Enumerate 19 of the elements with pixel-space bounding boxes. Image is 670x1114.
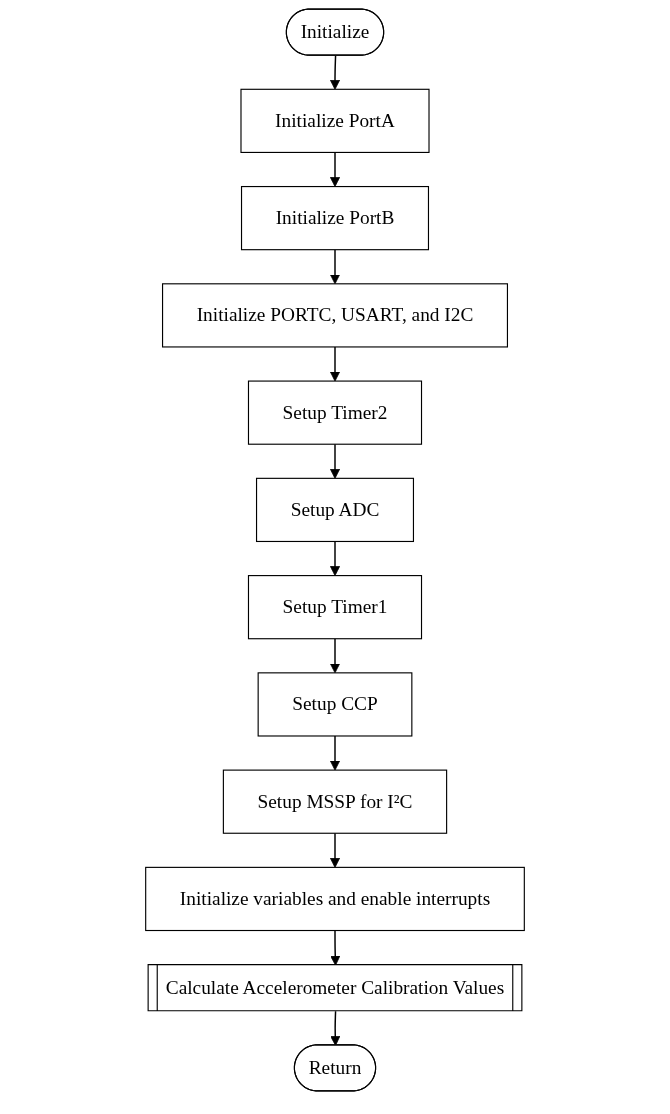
node-box: Setup CCP <box>257 672 413 737</box>
arrow <box>330 540 340 577</box>
node-box: Setup Timer2 <box>247 380 423 445</box>
arrow <box>330 443 340 479</box>
arrow <box>330 346 340 382</box>
node-box: Initialize PortA <box>240 88 430 153</box>
node-box: Setup MSSP for I²C <box>222 769 448 834</box>
arrow <box>330 735 340 771</box>
arrow <box>330 151 340 187</box>
node-box: Setup ADC <box>256 477 415 543</box>
node-box: Initialize PORTC, USART, and I2C <box>162 283 508 348</box>
arrow <box>330 638 340 674</box>
arrow <box>330 832 340 868</box>
arrow <box>330 248 340 285</box>
arrow <box>330 55 340 90</box>
node-box: Initialize PortB <box>240 186 430 251</box>
node-box: Initialize variables and enable interrupts <box>145 866 525 932</box>
node-box: Setup Timer1 <box>247 575 423 640</box>
arrow <box>330 1010 341 1046</box>
